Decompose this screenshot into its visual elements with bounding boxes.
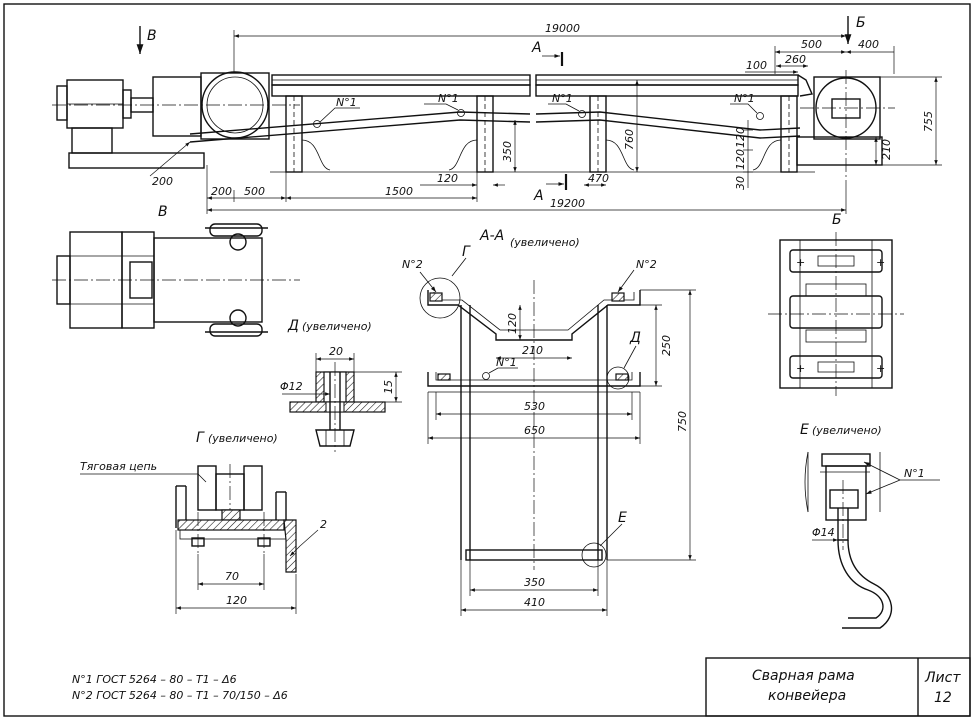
detail-e: Е (увеличено) Φ14 N°1	[800, 422, 940, 629]
frame-legs	[270, 95, 815, 173]
view-b: Б + + + +	[768, 212, 904, 396]
dim-120-a: 120	[734, 127, 747, 148]
main-elevation: В Б А А N°1 N°1 N°1 N°1	[52, 15, 942, 214]
section-cut-marks: А А	[531, 40, 568, 204]
sheet-number: 12	[934, 690, 952, 706]
dim-470: 470	[588, 172, 609, 185]
title-block: Сварная рама конвейера Лист 12	[705, 657, 971, 717]
dim-30: 30	[734, 176, 747, 190]
section-a-top-label: А	[531, 40, 542, 56]
chain-label: Тяговая цепь	[80, 460, 157, 473]
section-aa: А-А (увеличено) Г Д Е	[402, 228, 696, 616]
title-line-1: Сварная рама	[752, 668, 855, 684]
detail-g-label: Г	[196, 430, 205, 446]
dim-350: 350	[501, 141, 514, 162]
main-weld-callouts: N°1 N°1 N°1 N°1	[313, 92, 764, 128]
aa-dim-530: 530	[524, 400, 545, 413]
detail-e-note: (увеличено)	[812, 424, 882, 437]
detail-d: Д (увеличено) 20 15 Φ12	[280, 318, 402, 452]
dim-19200: 19200	[550, 197, 585, 210]
section-aa-note: (увеличено)	[510, 236, 580, 249]
detail-g-note: (увеличено)	[208, 432, 278, 445]
dim-500-top: 500	[801, 38, 822, 51]
note-weld-2: N°2 ГОСТ 5264 – 80 – Т1 – 70/150 – Δ6	[72, 689, 288, 702]
title-line-2: конвейера	[768, 688, 846, 704]
view-arrow-b: Б	[844, 15, 866, 44]
svg-text:+: +	[876, 362, 885, 375]
note-weld-1: N°1 ГОСТ 5264 – 80 – Т1 – Δ6	[72, 673, 237, 686]
detail-g-circle	[419, 277, 461, 319]
dim-760: 760	[623, 129, 636, 150]
detail-d-note: (увеличено)	[302, 320, 372, 333]
dim-100: 100	[746, 59, 767, 72]
dim-200-left: 200	[152, 175, 173, 188]
section-a-bottom-label: А	[533, 188, 544, 204]
detail-g-70: 70	[225, 570, 239, 583]
weld-mark-1: N°1	[336, 96, 357, 109]
section-aa-label: А-А	[479, 228, 504, 244]
dim-500: 500	[244, 185, 265, 198]
dim-120-low: 120	[437, 172, 458, 185]
main-dimensions: 19000 500 400 260 100 755 760 350	[149, 22, 942, 214]
view-v: В	[52, 204, 300, 337]
detail-d-20: 20	[329, 345, 343, 358]
aa-dim-250: 250	[660, 335, 673, 356]
detail-g: Г (увеличено) Тяговая цепь 2 70	[80, 430, 327, 614]
sheet-border	[3, 3, 971, 717]
dim-400: 400	[858, 38, 879, 51]
detail-e-circle	[581, 542, 607, 568]
aa-dim-350: 350	[524, 576, 545, 589]
label-e: Е	[618, 510, 627, 526]
view-arrow-b-label: Б	[856, 15, 866, 31]
label-d: Д	[629, 330, 641, 346]
sheet-label: Лист	[924, 670, 961, 686]
detail-d-dia12: Φ12	[280, 380, 303, 393]
dim-200: 200	[211, 185, 232, 198]
weld-notes: N°1 ГОСТ 5264 – 80 – Т1 – Δ6 N°2 ГОСТ 52…	[72, 673, 288, 702]
dim-19000: 19000	[545, 22, 580, 35]
dim-210: 210	[880, 139, 893, 160]
svg-text:+: +	[796, 256, 805, 269]
view-arrow-v-label: В	[147, 28, 157, 44]
aa-dim-120: 120	[506, 313, 519, 334]
aa-dim-210: 210	[522, 344, 543, 357]
detail-g-2: 2	[320, 518, 327, 531]
detail-g-120: 120	[226, 594, 247, 607]
weld-mark-3: N°1	[552, 92, 573, 105]
weld-mark-4: N°1	[734, 92, 755, 105]
aa-weld-right: N°2	[636, 258, 657, 271]
dim-260: 260	[785, 53, 806, 66]
aa-dim-750: 750	[676, 411, 689, 432]
detail-d-circle	[606, 366, 630, 390]
dim-120-b: 120	[734, 149, 747, 170]
svg-text:+: +	[796, 362, 805, 375]
detail-e-dia14: Φ14	[812, 526, 835, 539]
upper-rails	[271, 74, 813, 97]
weld-mark-2: N°1	[438, 92, 459, 105]
detail-d-15: 15	[382, 380, 395, 394]
aa-dim-650: 650	[524, 424, 545, 437]
label-g: Г	[462, 244, 471, 260]
return-strand	[189, 111, 801, 143]
aa-weld-left: N°2	[402, 258, 423, 271]
dim-1500: 1500	[385, 185, 413, 198]
tension-unit	[796, 70, 895, 180]
detail-e-weld: N°1	[904, 467, 925, 480]
svg-text:+: +	[876, 256, 885, 269]
aa-dim-410: 410	[524, 596, 545, 609]
detail-e-label: Е	[800, 422, 809, 438]
view-b-label: Б	[832, 212, 842, 228]
view-v-label: В	[158, 204, 168, 220]
detail-d-label: Д	[287, 318, 299, 334]
dim-755: 755	[922, 111, 935, 132]
view-arrow-v: В	[136, 26, 157, 54]
